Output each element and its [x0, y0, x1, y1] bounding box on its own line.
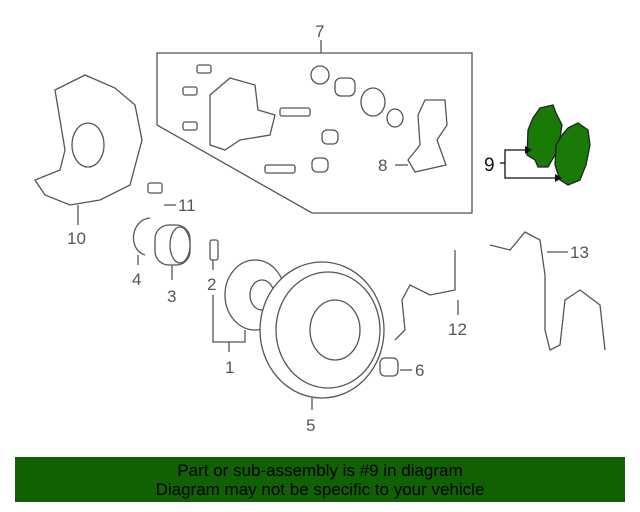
label-10[interactable]: 10 — [67, 229, 86, 248]
caliper-parts — [182, 64, 448, 174]
label-8[interactable]: 8 — [378, 156, 387, 175]
info-banner: Part or sub-assembly is #9 in diagram Di… — [15, 457, 625, 502]
label-12[interactable]: 12 — [448, 320, 467, 339]
label-13[interactable]: 13 — [570, 243, 589, 262]
brake-pads-highlighted[interactable] — [526, 104, 591, 186]
nut — [379, 357, 399, 377]
snap-ring — [132, 217, 151, 256]
label-1[interactable]: 1 — [225, 358, 234, 377]
label-7[interactable]: 7 — [315, 22, 324, 41]
label-4[interactable]: 4 — [132, 270, 141, 289]
label-3[interactable]: 3 — [167, 287, 176, 306]
label-5[interactable]: 5 — [306, 416, 315, 435]
label-11[interactable]: 11 — [178, 196, 196, 215]
label-2[interactable]: 2 — [207, 275, 216, 294]
label-9[interactable]: 9 — [484, 155, 495, 176]
brake-hose — [394, 250, 456, 341]
abs-sensor — [489, 231, 606, 351]
caliper-kit-box — [156, 52, 473, 214]
banner-line-1: Part or sub-assembly is #9 in diagram — [177, 461, 463, 480]
banner-line-2: Diagram may not be specific to your vehi… — [155, 480, 485, 499]
label-6[interactable]: 6 — [415, 361, 424, 380]
